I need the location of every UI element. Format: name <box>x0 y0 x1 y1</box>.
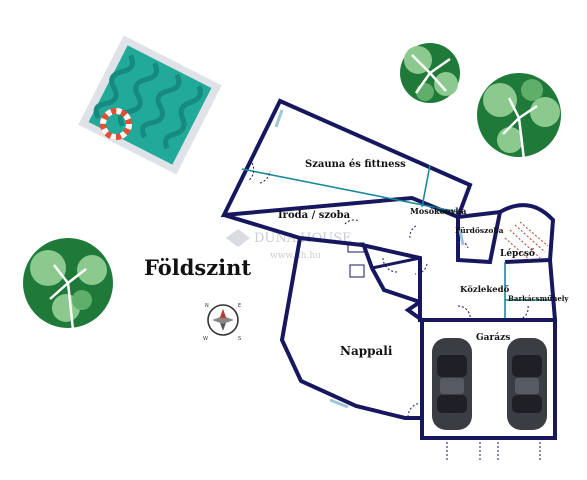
tree-icon <box>477 73 561 169</box>
room-label-office: Iroda / szoba <box>278 210 351 221</box>
stairs-icon <box>504 221 549 261</box>
compass-north: N <box>205 303 209 309</box>
furniture-table <box>347 242 365 253</box>
compass-east: E <box>238 303 241 309</box>
room-label-sauna: Szauna és fittness <box>305 159 406 170</box>
tree-icon <box>400 43 460 103</box>
compass-west: W <box>203 336 208 342</box>
car-icon <box>432 338 472 430</box>
furniture-desk <box>349 264 365 278</box>
floor-label: Földszint <box>144 255 251 280</box>
room-label-corridor: Közlekedő <box>460 284 510 295</box>
room-label-stairs: Lépcső <box>500 248 535 259</box>
car-icon <box>507 338 547 430</box>
lifebuoy-icon <box>100 108 132 140</box>
room-label-bathroom: Fürdőszoba <box>455 226 504 235</box>
room-label-laundry: Mosókonyha <box>410 206 466 216</box>
door-icon <box>247 162 541 460</box>
pool-icon <box>78 35 222 175</box>
room-label-workshop: Barkácsműhely <box>508 294 569 303</box>
window-icon <box>274 109 465 409</box>
compass-icon: N E S W <box>203 303 241 342</box>
tree-icon <box>23 238 113 340</box>
room-label-living: Nappali <box>340 344 393 358</box>
compass-south: S <box>238 336 241 342</box>
room-label-garage: Garázs <box>476 332 510 343</box>
house-walls <box>220 98 558 440</box>
